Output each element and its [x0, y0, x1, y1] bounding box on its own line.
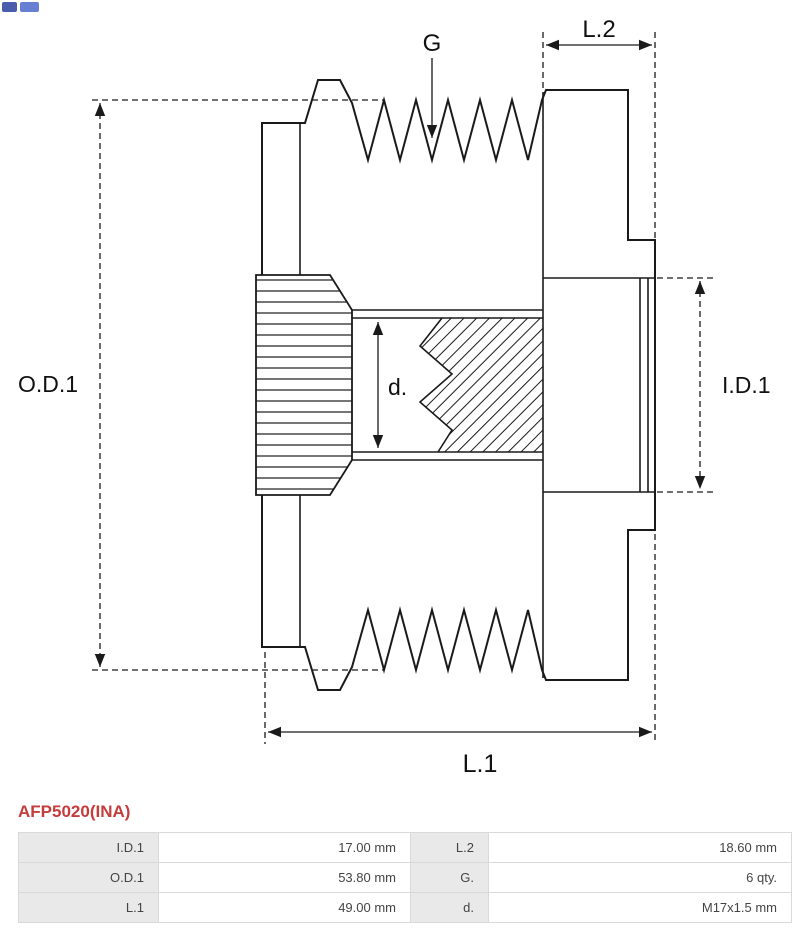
- pulley-body-profile: [261, 79, 656, 691]
- id1-label: I.D.1: [722, 372, 771, 398]
- table-row: I.D.1 17.00 mm L.2 18.60 mm: [18, 832, 792, 863]
- brand-logo: [2, 2, 39, 12]
- spec-value-cell: 17.00 mm: [158, 832, 411, 863]
- spec-value-cell: 18.60 mm: [488, 832, 792, 863]
- splined-hub-section: [255, 274, 353, 496]
- spec-label-cell: L.1: [18, 892, 159, 923]
- brand-logo-mark: [20, 2, 39, 12]
- spec-value-cell: M17x1.5 mm: [488, 892, 792, 923]
- thread-break-line: [418, 317, 454, 453]
- spec-value-cell: 53.80 mm: [158, 862, 411, 893]
- od1-label: O.D.1: [18, 371, 78, 397]
- l2-label: L.2: [582, 16, 615, 43]
- g-label: G: [423, 30, 442, 57]
- spec-value-cell: 6 qty.: [488, 862, 792, 893]
- brand-logo-mark: [2, 2, 17, 12]
- dimension-lines: [94, 39, 706, 738]
- l1-label: L.1: [463, 750, 498, 778]
- spec-label-cell: d.: [410, 892, 489, 923]
- threaded-bore-hatch: [420, 318, 543, 452]
- extension-lines: [92, 32, 714, 744]
- spec-label-cell: O.D.1: [18, 862, 159, 893]
- spec-label-cell: G.: [410, 862, 489, 893]
- table-row: L.1 49.00 mm d. M17x1.5 mm: [18, 892, 792, 923]
- dimension-labels: O.D.1 I.D.1 d. L.1 L.2 G: [18, 16, 771, 778]
- spec-label-cell: L.2: [410, 832, 489, 863]
- pulley-cross-section-diagram: O.D.1 I.D.1 d. L.1 L.2 G: [18, 16, 771, 778]
- pulley-outline: [261, 79, 656, 691]
- table-row: O.D.1 53.80 mm G. 6 qty.: [18, 862, 792, 893]
- spec-value-cell: 49.00 mm: [158, 892, 411, 923]
- product-code[interactable]: AFP5020(INA): [18, 802, 131, 821]
- d-label: d.: [388, 374, 407, 400]
- spec-table: I.D.1 17.00 mm L.2 18.60 mm O.D.1 53.80 …: [18, 832, 792, 923]
- spec-label-cell: I.D.1: [18, 832, 159, 863]
